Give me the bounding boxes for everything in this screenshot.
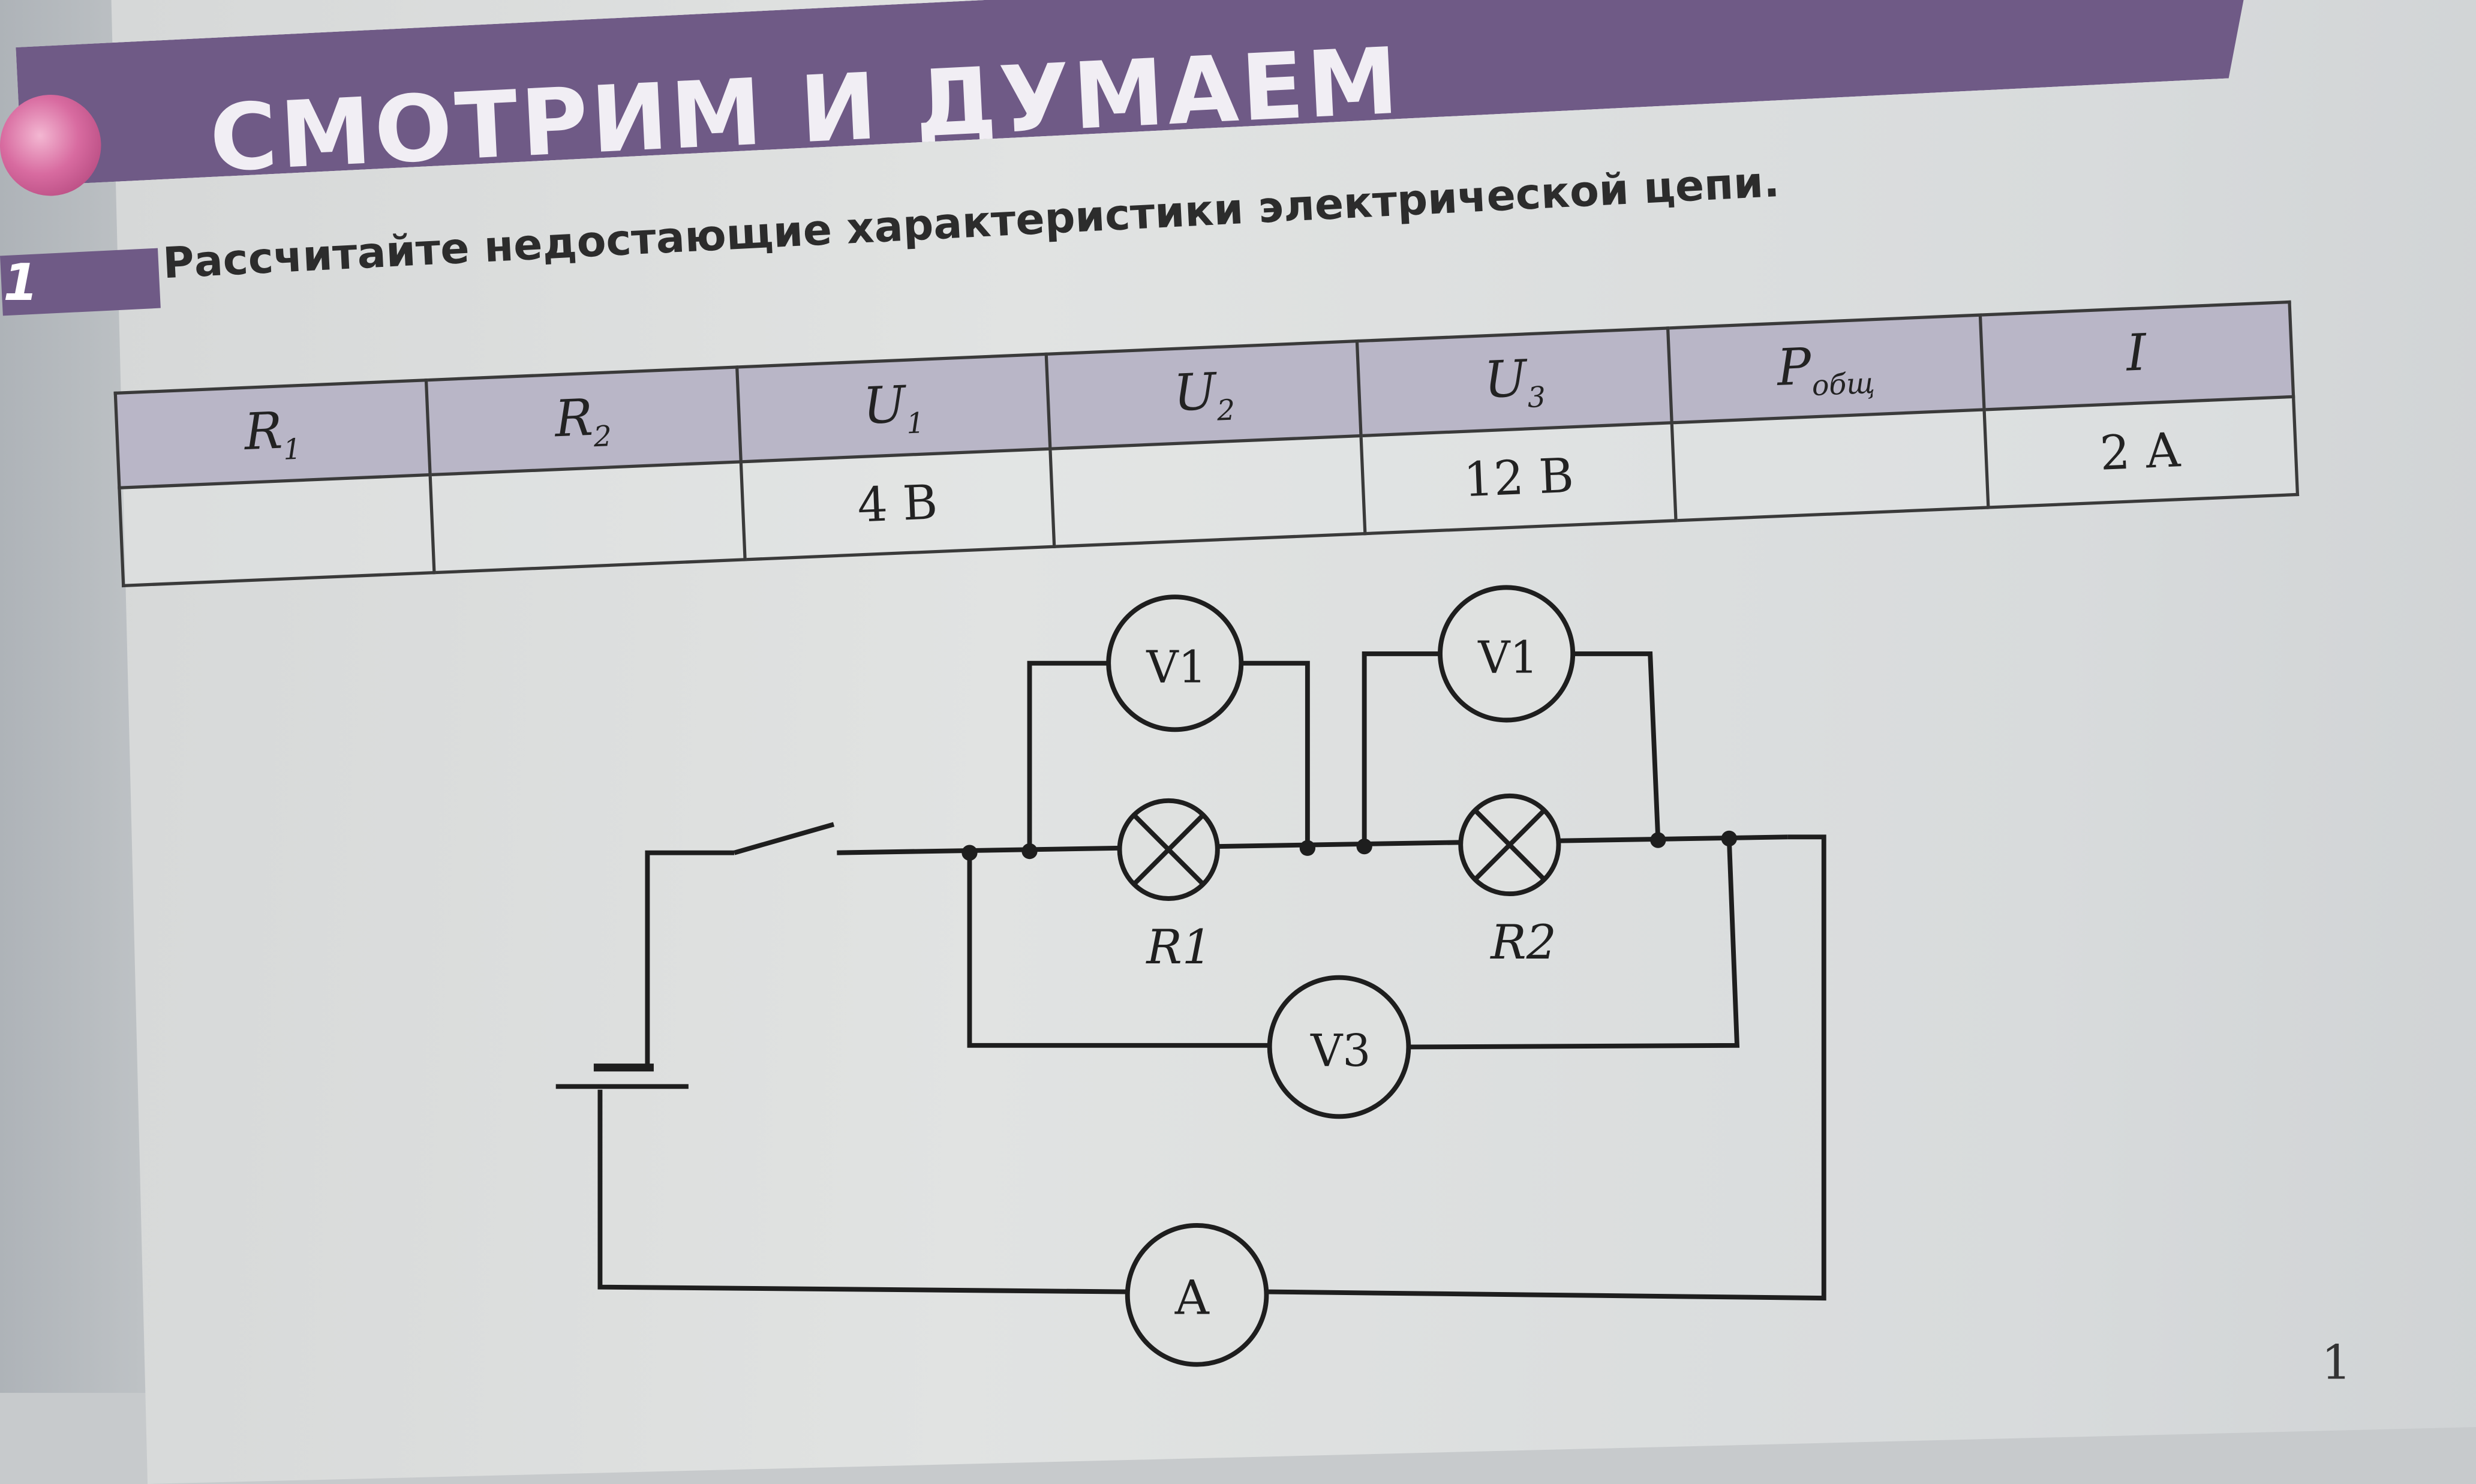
bottom-right-wire <box>1266 834 1826 1301</box>
task-number: 1 <box>3 253 38 313</box>
circuit-wires <box>555 651 1826 1301</box>
voltmeter-v1-left-label: V1 <box>1146 642 1206 693</box>
voltmeter-v1-right-label: V1 <box>1477 633 1538 684</box>
junction-dots <box>961 830 1737 861</box>
v3-lead-right <box>1408 838 1740 1050</box>
junction-dot <box>961 845 978 861</box>
ammeter-label: A <box>1174 1270 1210 1325</box>
page-number: 1 <box>2321 1336 2352 1392</box>
junction-dot <box>1721 830 1737 847</box>
v1-left-lead-b <box>1241 660 1310 848</box>
voltmeter-v1-right <box>1438 585 1576 723</box>
circuit-diagram: R1 R2 V1 V1 V3 A <box>555 585 1826 1367</box>
lamp-r1-label: R1 <box>1145 920 1212 975</box>
v1-right-lead-b <box>1573 651 1661 840</box>
ammeter <box>1125 1223 1269 1367</box>
junction-dot <box>1021 843 1038 860</box>
v3-lead-left <box>967 852 1270 1048</box>
junction-dot <box>1650 832 1666 848</box>
v1-left-lead-a <box>1027 660 1109 850</box>
junction-dot <box>1299 840 1316 856</box>
voltmeter-v3 <box>1267 975 1411 1119</box>
lamp-r2-label: R2 <box>1489 915 1556 970</box>
voltmeter-v1-left <box>1106 594 1244 732</box>
switch-lever <box>734 822 835 855</box>
lamp-r2 <box>1458 793 1561 897</box>
switch-left-wire <box>645 850 735 1071</box>
bottom-left-wire <box>597 1089 1128 1294</box>
lamp-r1 <box>1117 798 1220 901</box>
voltmeter-v3-label: V3 <box>1310 1026 1371 1077</box>
v1-right-lead-a <box>1362 651 1441 847</box>
junction-dot <box>1356 838 1372 855</box>
